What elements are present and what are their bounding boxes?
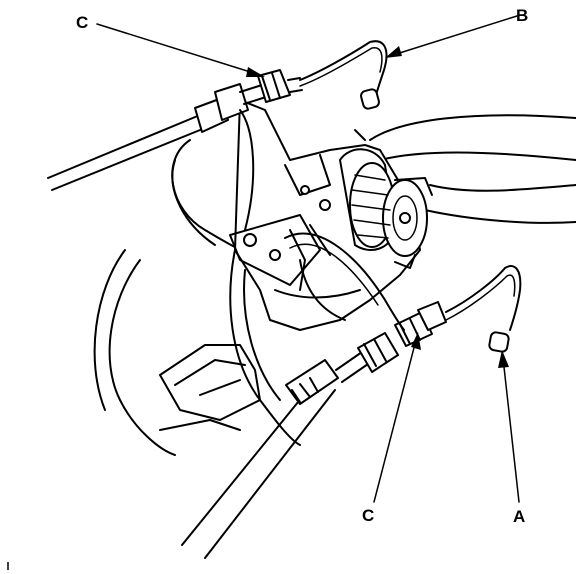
throttle-cable-inner (284, 232, 405, 331)
cable-end-b (299, 40, 388, 110)
arrow-head-c-top (246, 67, 265, 77)
lower-manifold (159, 344, 261, 431)
callout-c-top: C (76, 13, 88, 32)
callout-a: A (513, 507, 525, 526)
cable-end-a (445, 265, 522, 353)
throttle-drum (339, 148, 433, 269)
upper-throttle-cable (47, 69, 303, 231)
background-hoses (93, 114, 576, 456)
lower-throttle-cable (181, 301, 447, 559)
arrow-head-a (498, 350, 509, 368)
callout-b: B (516, 6, 528, 25)
leader-arrows (96, 15, 520, 503)
callout-c-bottom: C (362, 506, 374, 525)
arrow-head-c-bottom (411, 332, 421, 350)
arrow-head-b (385, 46, 402, 58)
